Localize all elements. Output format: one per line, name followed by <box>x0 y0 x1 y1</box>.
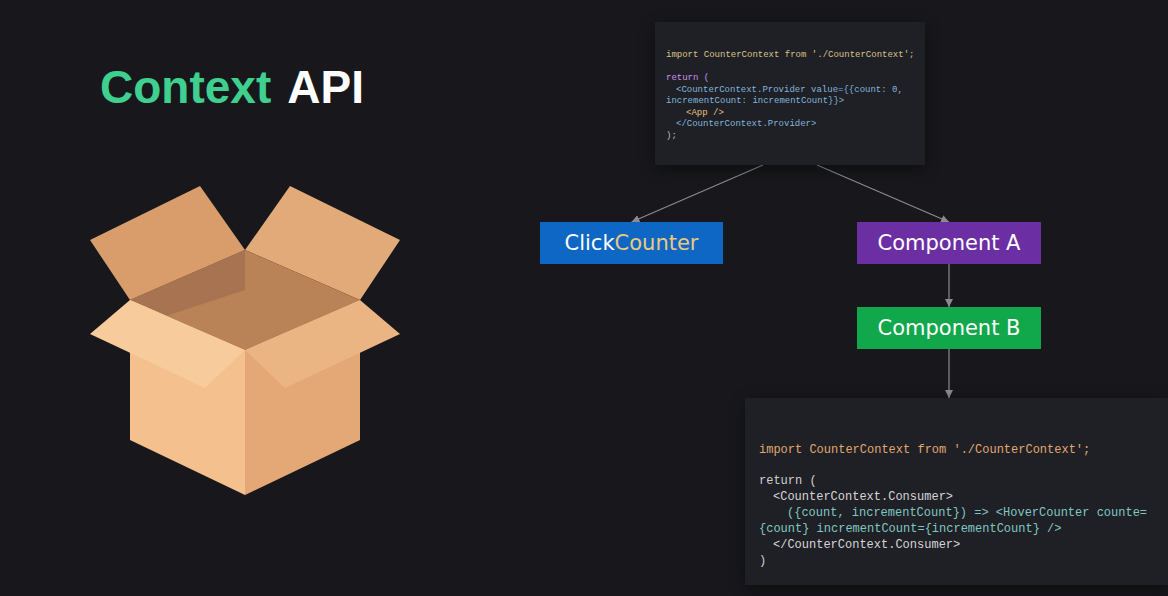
box-flap <box>90 300 245 388</box>
code-line: import CounterContext from './CounterCon… <box>759 442 1158 458</box>
code-line: <App /> <box>666 108 919 120</box>
code-line: return ( <box>759 473 1158 489</box>
title-word: API <box>287 62 364 113</box>
connector <box>817 165 949 222</box>
code-window: import CounterContext from './CounterCon… <box>655 22 925 165</box>
box-label: Click <box>565 231 615 255</box>
code-line: ) <box>759 553 1158 569</box>
title-row: Context API <box>100 62 364 113</box>
component-box: ClickCounter <box>540 222 723 264</box>
box-label: Counter <box>615 231 699 255</box>
component-box: Component A <box>857 222 1041 264</box>
code-line: <CounterContext.Provider value={{count: … <box>666 85 919 108</box>
title-word: Context <box>100 62 271 113</box>
code-line: ({count, incrementCount}) => <HoverCount… <box>759 505 1158 537</box>
code-line: </CounterContext.Provider> <box>666 119 919 131</box>
connector <box>632 165 764 222</box>
code-line: <CounterContext.Consumer> <box>759 489 1158 505</box>
code-window: import CounterContext from './CounterCon… <box>745 398 1168 585</box>
box-flap <box>245 300 400 388</box>
connector <box>948 264 949 307</box>
connector <box>948 349 949 398</box>
component-box: Component B <box>857 307 1041 349</box>
box-label: Component B <box>877 316 1020 340</box>
code-line: return ( <box>666 73 919 85</box>
box-label: Component A <box>878 231 1021 255</box>
code-line: ); <box>666 131 919 143</box>
code-line: import CounterContext from './CounterCon… <box>666 50 919 62</box>
code-line: </CounterContext.Consumer> <box>759 537 1158 553</box>
